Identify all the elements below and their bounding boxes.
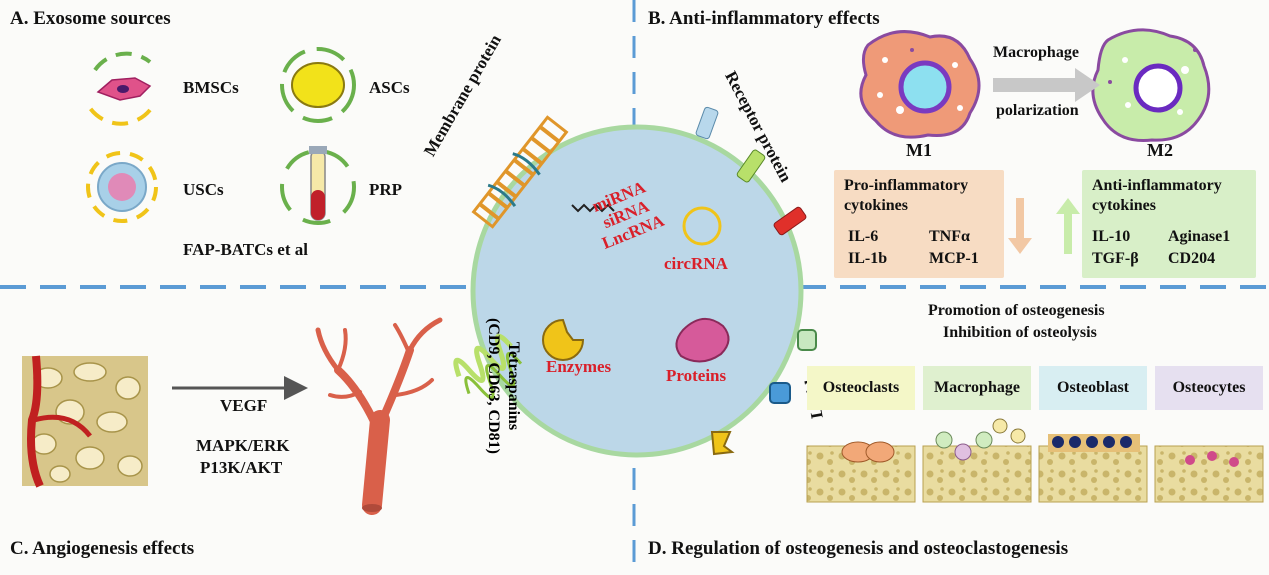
osteo-line-2: Inhibition of osteolysis xyxy=(943,324,1097,341)
osteoblast-cells xyxy=(1048,434,1140,452)
pathway-mapk-label: MAPK/ERK xyxy=(196,436,290,455)
usc-cell-icon xyxy=(86,151,158,223)
source-prp-label: PRP xyxy=(369,180,403,199)
vegf-label: VEGF xyxy=(220,396,268,415)
circrna-label: circRNA xyxy=(664,254,728,273)
enzyme-icon xyxy=(542,318,585,361)
anti-inflammatory-title: Anti-inflammatory cytokines xyxy=(1092,177,1222,214)
vessel-tree-icon xyxy=(315,317,443,515)
cd-markers-label: (CD9, CD63, CD81) xyxy=(485,318,502,454)
m1-label: M1 xyxy=(906,140,932,160)
lipid-icons xyxy=(710,329,817,456)
cytokine-item: MCP-1 xyxy=(929,250,979,267)
enzymes-label: Enzymes xyxy=(546,357,612,376)
source-usc-label: USCs xyxy=(183,180,224,199)
tetraspanins-block: Tetraspanins (CD9, CD63, CD81) xyxy=(483,318,523,454)
section-a-title: A. Exosome sources xyxy=(10,8,171,29)
pathway-pi3k-label: P13K/AKT xyxy=(200,458,283,477)
decrease-arrow xyxy=(1008,198,1032,254)
m2-label: M2 xyxy=(1147,140,1173,160)
polarization-label-bottom: polarization xyxy=(996,102,1079,119)
osteo-bone-blocks xyxy=(806,445,1264,503)
section-d-title: D. Regulation of osteogenesis and osteoc… xyxy=(648,538,1069,559)
osteocyte-cells xyxy=(1185,451,1239,467)
increase-arrow xyxy=(1056,198,1080,254)
osteo-cell-label: Osteoblast xyxy=(1039,366,1147,410)
cytokine-item: TNFα xyxy=(929,228,970,245)
tetraspanins-label: Tetraspanins xyxy=(505,341,522,431)
protein-icon xyxy=(675,318,730,363)
rna-strand-icon xyxy=(571,203,615,213)
source-bmsc-label: BMSCs xyxy=(183,78,239,97)
tetraspanin-icon xyxy=(453,333,523,400)
osteo-cell-label: Osteocytes xyxy=(1155,366,1263,410)
osteoclast-cells xyxy=(841,441,895,463)
exosome-vesicle xyxy=(470,124,804,458)
membrane-protein-icon xyxy=(471,115,569,229)
anti-inflammatory-box: Anti-inflammatory cytokines IL-10 Aginas… xyxy=(1082,170,1256,278)
cytokine-item: IL-6 xyxy=(848,228,879,245)
polarization-arrow xyxy=(993,68,1100,102)
cytokine-item: TGF-β xyxy=(1092,250,1139,267)
polarization-label-top: Macrophage xyxy=(993,44,1079,61)
receptor-protein-icons xyxy=(695,106,807,236)
cytokine-item: CD204 xyxy=(1168,250,1216,267)
osteo-cell-label: Macrophage xyxy=(923,366,1031,410)
pro-inflammatory-title: Pro-inflammatory cytokines xyxy=(844,177,969,214)
proteins-label: Proteins xyxy=(666,366,727,385)
bmsc-cell-icon xyxy=(86,51,152,126)
source-fap-label: FAP-BATCs et al xyxy=(183,240,308,259)
cytokine-item: IL-1b xyxy=(848,250,888,267)
section-c-title: C. Angiogenesis effects xyxy=(10,538,195,559)
asc-cell-icon xyxy=(280,47,356,123)
m2-macrophage-icon xyxy=(1091,28,1211,143)
osteo-cell-label: Osteoclasts xyxy=(807,366,915,410)
macrophage-cells xyxy=(935,418,1026,461)
cytokine-item: IL-10 xyxy=(1092,228,1131,245)
pro-inflammatory-box: Pro-inflammatory cytokines IL-6 TNFα IL-… xyxy=(834,170,1004,278)
circrna-icon xyxy=(682,206,722,246)
source-asc-label: ASCs xyxy=(369,78,410,97)
blood-vessel-path xyxy=(27,355,44,488)
prp-tube-icon xyxy=(280,146,356,225)
cytokine-item: Aginase1 xyxy=(1168,228,1231,245)
osteo-line-1: Promotion of osteogenesis xyxy=(928,302,1105,319)
m1-macrophage-icon xyxy=(859,30,981,139)
section-b-title: B. Anti-inflammatory effects xyxy=(648,8,880,29)
